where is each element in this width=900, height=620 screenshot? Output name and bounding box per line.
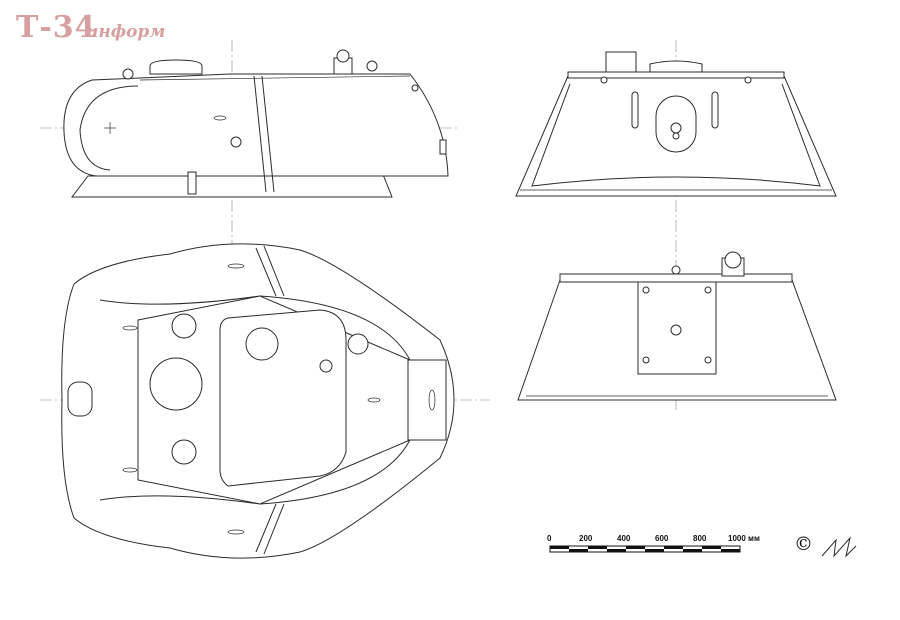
scale-label-800: 800 bbox=[693, 534, 707, 543]
side-view bbox=[63, 49, 449, 198]
scale-label-600: 600 bbox=[655, 534, 669, 543]
scale-label-400: 400 bbox=[617, 534, 631, 543]
scale-label-0: 0 bbox=[547, 534, 552, 543]
scale-label-1000: 1000 мм bbox=[728, 534, 760, 543]
signature-mark bbox=[821, 536, 857, 558]
scale-bar bbox=[549, 545, 741, 553]
rear-view bbox=[517, 251, 837, 401]
front-view bbox=[515, 51, 837, 197]
copyright-symbol: © bbox=[794, 533, 813, 555]
top-view bbox=[61, 243, 455, 559]
scale-label-200: 200 bbox=[579, 534, 593, 543]
site-logo: Т-34 информ bbox=[16, 10, 166, 50]
logo-sub-text: информ bbox=[86, 22, 166, 42]
logo-main-text: Т-34 bbox=[16, 10, 97, 45]
